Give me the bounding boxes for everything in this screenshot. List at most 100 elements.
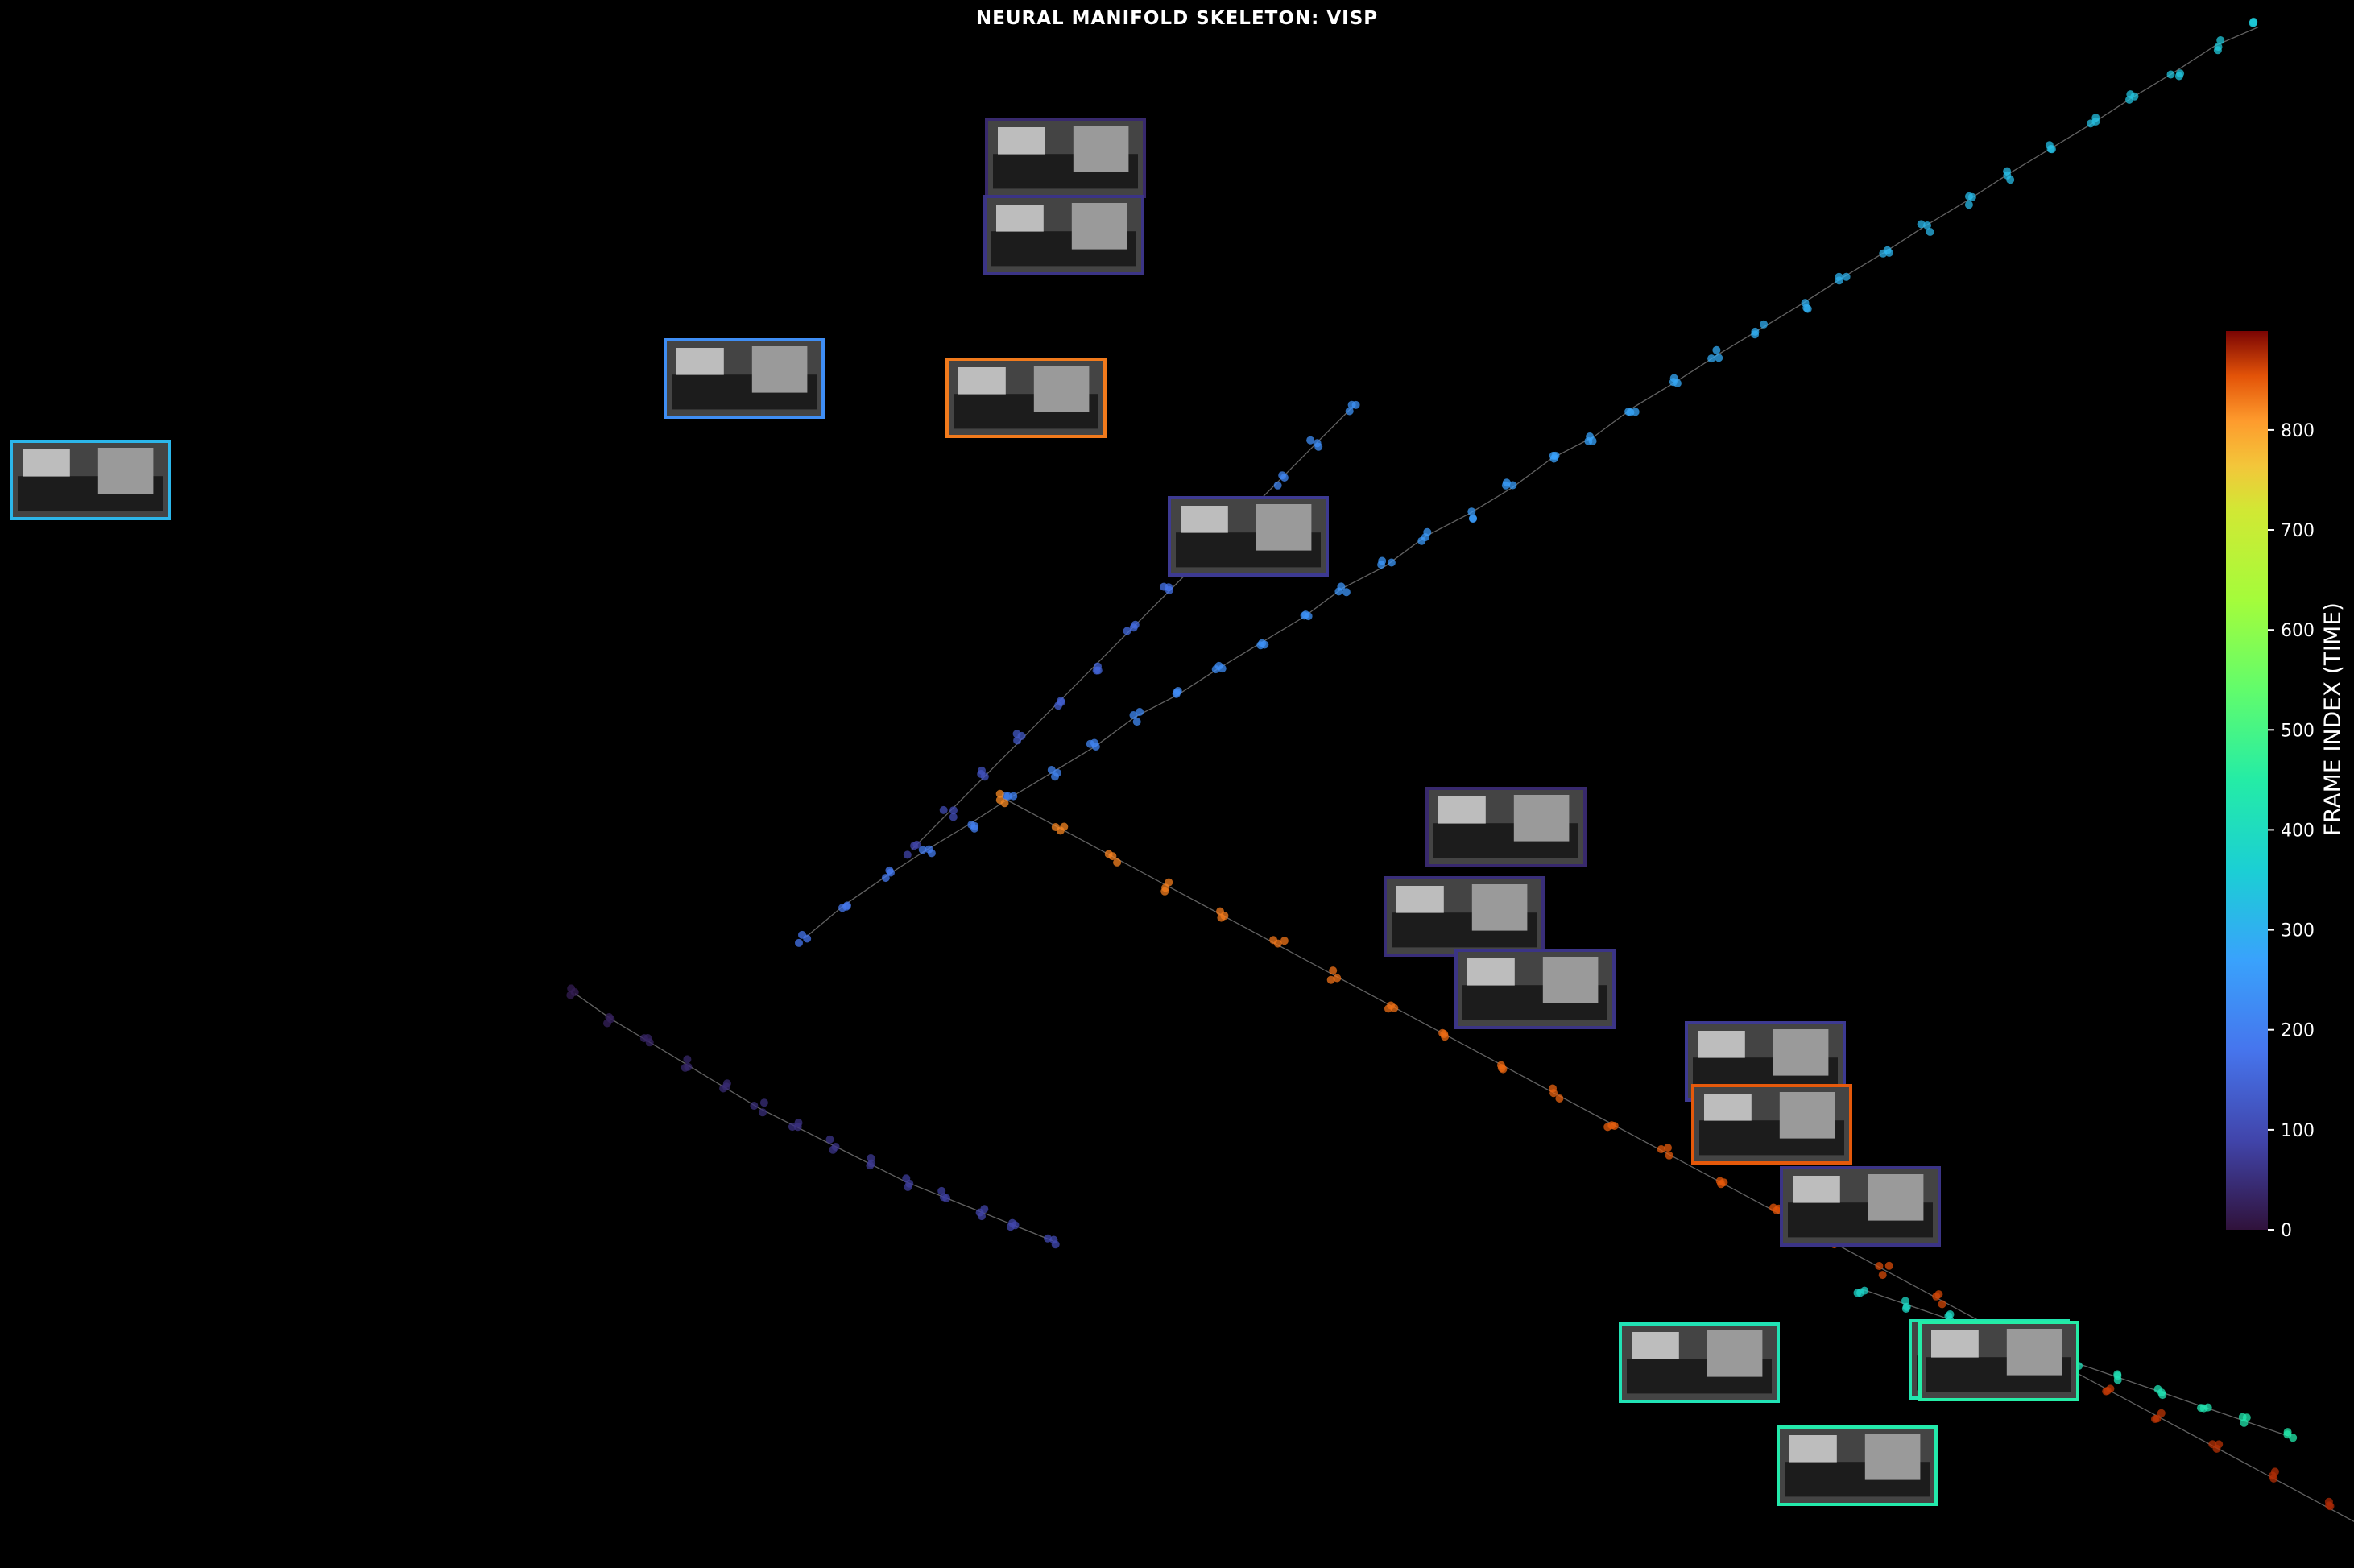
colorbar-gradient (2226, 331, 2268, 1230)
manifold-edge (1003, 797, 2354, 1523)
manifold-node (881, 874, 890, 883)
manifold-node (1801, 299, 1810, 308)
manifold-node (1104, 850, 1113, 858)
manifold-node (1333, 974, 1342, 983)
manifold-node (2006, 176, 2015, 184)
manifold-node (995, 789, 1004, 798)
thumbnail-wall (1779, 1092, 1835, 1139)
manifold-node (1835, 272, 1843, 281)
manifold-node (970, 824, 978, 833)
thumbnail-sky (1467, 958, 1515, 986)
manifold-node (2240, 1418, 2249, 1427)
manifold-node (2091, 114, 2100, 122)
manifold-node (1314, 442, 1323, 451)
colorbar-tick-label: 400 (2281, 821, 2315, 841)
manifold-node (949, 806, 958, 815)
manifold-node (788, 1123, 796, 1132)
manifold-node (2213, 46, 2222, 55)
manifold-node (937, 1186, 946, 1195)
manifold-node (605, 1013, 614, 1021)
manifold-node (759, 1098, 768, 1107)
thumbnail-wall (2006, 1329, 2062, 1376)
manifold-node (1657, 1145, 1665, 1153)
manifold-node (1329, 966, 1338, 975)
manifold-node (1269, 936, 1278, 945)
manifold-node (1057, 697, 1065, 705)
manifold-node (1094, 662, 1102, 671)
colorbar-tick-label: 800 (2281, 421, 2315, 441)
manifold-node (1964, 201, 1973, 209)
thumbnail-wall (1707, 1330, 1763, 1377)
manifold-node (1049, 1235, 1058, 1244)
manifold-node (1441, 1032, 1450, 1041)
manifold-node (1751, 327, 1760, 336)
manifold-node (1342, 588, 1351, 597)
frame-thumbnail (1780, 1166, 1941, 1247)
thumbnail-wall (1864, 1434, 1921, 1480)
thumbnail-sky (996, 205, 1044, 232)
colorbar-tick-label: 600 (2281, 621, 2315, 641)
thumbnail-sky (1632, 1332, 1679, 1359)
manifold-node (1467, 507, 1476, 516)
manifold-node (1172, 689, 1181, 698)
manifold-node (1256, 641, 1265, 650)
thumbnail-wall (1256, 504, 1312, 551)
manifold-node (927, 849, 936, 858)
manifold-node (566, 991, 575, 999)
manifold-node (1123, 627, 1131, 635)
manifold-node (949, 813, 958, 821)
thumbnail-sky (958, 367, 1006, 395)
manifold-node (2176, 69, 2185, 78)
manifold-node (1417, 536, 1426, 545)
thumbnail-sky (1396, 886, 1444, 913)
chart-title: NEURAL MANIFOLD SKELETON: VISP (975, 8, 1379, 29)
thumbnail-wall (97, 448, 154, 494)
frame-thumbnail (1619, 1322, 1780, 1403)
manifold-node (2087, 119, 2095, 128)
manifold-node (1499, 1065, 1508, 1074)
frame-thumbnail (664, 338, 825, 419)
manifold-node (1378, 556, 1387, 565)
thumbnail-sky (1698, 1031, 1745, 1058)
manifold-node (1136, 708, 1144, 716)
manifold-node (1334, 587, 1343, 596)
manifold-node (803, 934, 812, 943)
manifold-node (2046, 145, 2055, 153)
manifold-node (2216, 36, 2225, 44)
manifold-node (1669, 378, 1678, 387)
manifold-node (829, 1145, 838, 1154)
manifold-node (995, 796, 1004, 805)
manifold-node (2003, 167, 2012, 176)
manifold-node (1469, 515, 1477, 523)
manifold-node (2199, 1404, 2208, 1413)
thumbnail-wall (1071, 203, 1127, 250)
manifold-node (2325, 1501, 2334, 1510)
manifold-node (2269, 1474, 2278, 1483)
manifold-node (1012, 730, 1021, 738)
colorbar-tick-label: 700 (2281, 521, 2315, 541)
manifold-node (1715, 354, 1723, 362)
manifold-node (1555, 1094, 1564, 1103)
frame-thumbnail (983, 195, 1144, 275)
manifold-node (2215, 1440, 2224, 1449)
manifold-node (1946, 1310, 1955, 1318)
manifold-node (1056, 826, 1065, 835)
colorbar-tick-label: 0 (2281, 1221, 2292, 1241)
frame-thumbnail (945, 358, 1107, 438)
manifold-node (1878, 1271, 1887, 1280)
manifold-node (2166, 70, 2175, 79)
manifold-node (1280, 474, 1289, 482)
manifold-node (1664, 1144, 1672, 1152)
manifold-node (1926, 228, 1934, 236)
manifold-node (1901, 1305, 1910, 1313)
manifold-node (759, 1108, 767, 1117)
manifold-node (645, 1038, 654, 1047)
manifold-node (1009, 792, 1018, 801)
manifold-node (1013, 736, 1022, 745)
thumbnail-wall (1773, 1029, 1829, 1076)
manifold-edge (574, 993, 1053, 1242)
manifold-node (1326, 975, 1335, 984)
